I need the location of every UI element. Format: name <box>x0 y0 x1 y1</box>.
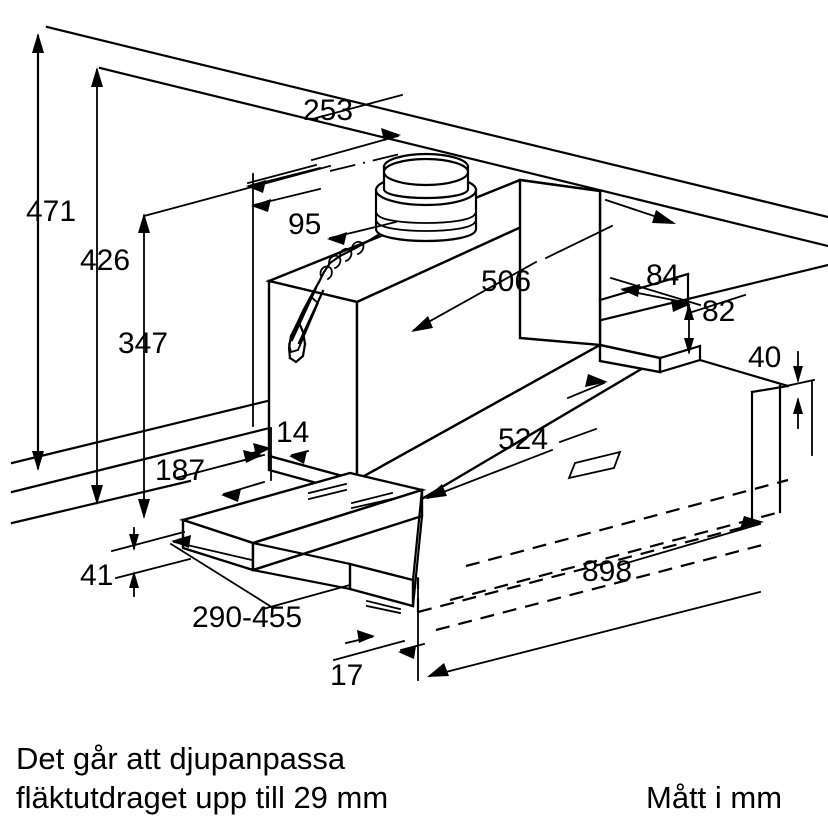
dim-label-253: 253 <box>303 94 353 127</box>
dim-label-17: 17 <box>330 659 363 692</box>
dimension-471 <box>32 33 44 471</box>
dim-label-471: 471 <box>26 195 76 228</box>
dimension-426 <box>91 67 103 505</box>
dimension-898 <box>427 516 764 678</box>
dimension-187 <box>174 450 266 502</box>
filter-clip-detail <box>287 233 380 364</box>
dimension-347 <box>138 164 332 519</box>
unit-note: Mått i mm <box>646 780 782 815</box>
dimension-17 <box>332 577 426 681</box>
dimension-82 <box>684 293 747 355</box>
dimension-40 <box>784 351 816 456</box>
dim-label-82: 82 <box>702 295 735 328</box>
dim-label-187: 187 <box>155 454 205 487</box>
dim-label-41: 41 <box>80 559 113 592</box>
dim-label-524: 524 <box>498 423 548 456</box>
dim-label-347: 347 <box>118 327 168 360</box>
duct-outlet <box>374 152 478 243</box>
dim-label-14: 14 <box>276 416 309 449</box>
dimension-95 <box>251 173 398 427</box>
note-line-1: Det går att djupanpassa <box>16 741 346 776</box>
dim-label-898: 898 <box>582 555 632 588</box>
dimension-524 <box>425 374 608 500</box>
dim-label-84: 84 <box>646 259 679 292</box>
extended-position-outline <box>416 384 789 632</box>
dim-label-426: 426 <box>80 244 130 277</box>
pull-out-panel <box>178 471 427 615</box>
dim-label-290-455: 290-455 <box>192 601 302 634</box>
dimension-14 <box>250 427 310 481</box>
dim-label-40: 40 <box>748 341 781 374</box>
dimension-253 <box>246 93 404 193</box>
dimension-290-455 <box>169 535 352 611</box>
dim-label-95: 95 <box>288 208 321 241</box>
panel-40-edges <box>698 358 790 394</box>
dimension-506 <box>411 198 676 332</box>
dimension-84 <box>609 276 702 312</box>
note-line-2: fläktutdraget upp till 29 mm <box>16 780 388 815</box>
dim-label-506: 506 <box>481 265 531 298</box>
dimension-41 <box>110 527 192 597</box>
